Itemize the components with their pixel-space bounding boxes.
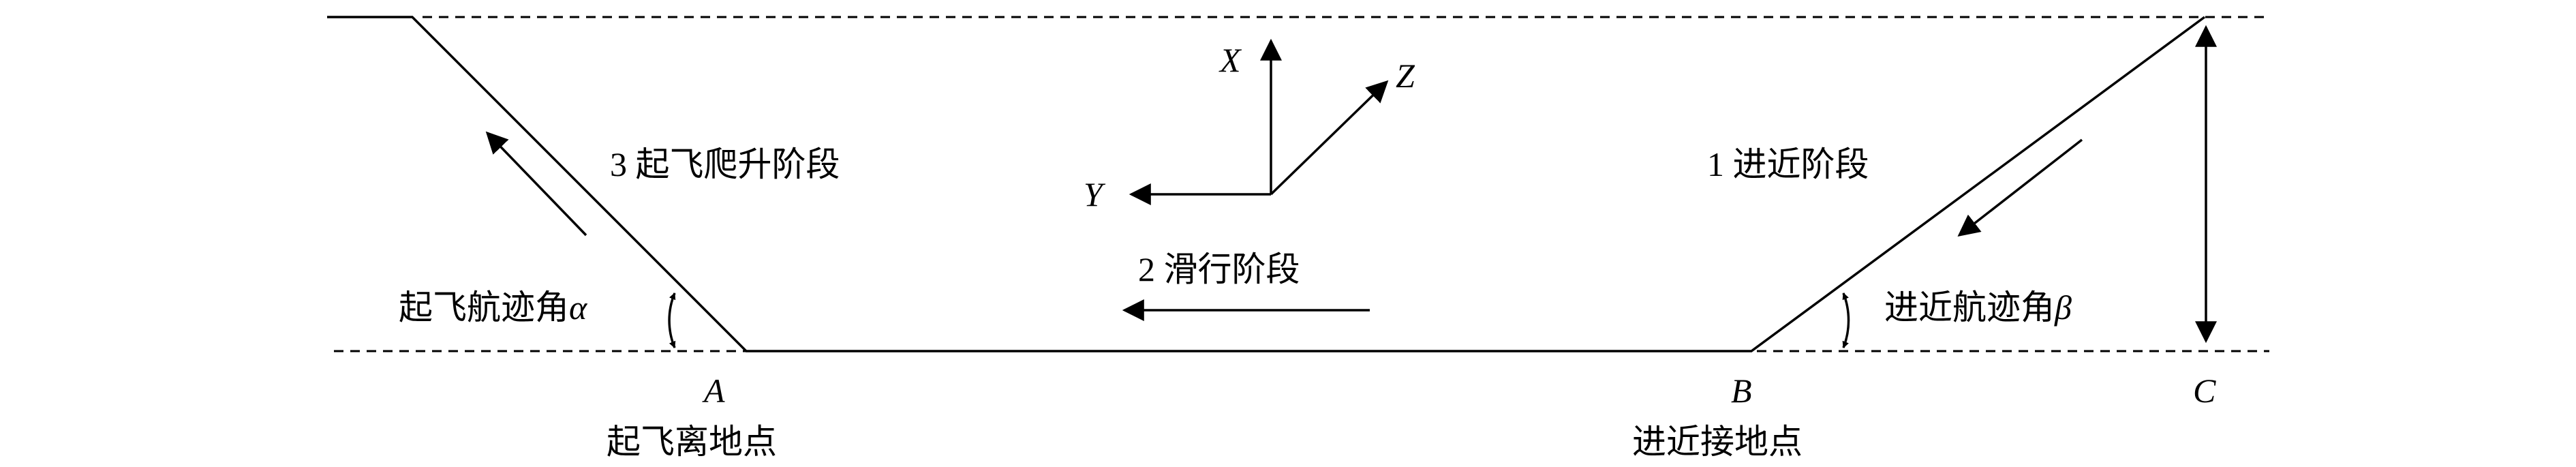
- taxi-phase-label: 2 滑行阶段: [1138, 250, 1300, 288]
- z-axis-label: Z: [1396, 57, 1415, 95]
- x-axis-label: X: [1218, 41, 1242, 79]
- takeoff-climb-phase-label: 3 起飞爬升阶段: [610, 145, 840, 183]
- beta-symbol: β: [2054, 288, 2072, 327]
- point-b-caption: 进近接地点: [1632, 423, 1803, 461]
- point-c-letter: C: [2193, 372, 2216, 410]
- climb-direction-arrow: [485, 131, 587, 237]
- flight-path: [327, 16, 2206, 352]
- y-axis-label: Y: [1084, 175, 1106, 213]
- takeoff-angle-arc: [668, 292, 676, 348]
- point-a-caption: 起飞离地点: [607, 423, 777, 461]
- coordinate-axes: X Y Z: [1084, 38, 1415, 213]
- z-axis-arrow: [1270, 80, 1389, 196]
- approach-direction-arrow: [1957, 138, 2083, 237]
- point-a-letter: A: [702, 372, 725, 410]
- point-b-letter: B: [1731, 372, 1752, 410]
- approach-angle-label: 进近航迹角β: [1884, 288, 2072, 327]
- takeoff-angle-label: 起飞航迹角α: [399, 288, 588, 327]
- alpha-symbol: α: [569, 288, 588, 327]
- approach-angle-arc: [1842, 292, 1850, 348]
- approach-phase-label: 1 进近阶段: [1707, 145, 1869, 183]
